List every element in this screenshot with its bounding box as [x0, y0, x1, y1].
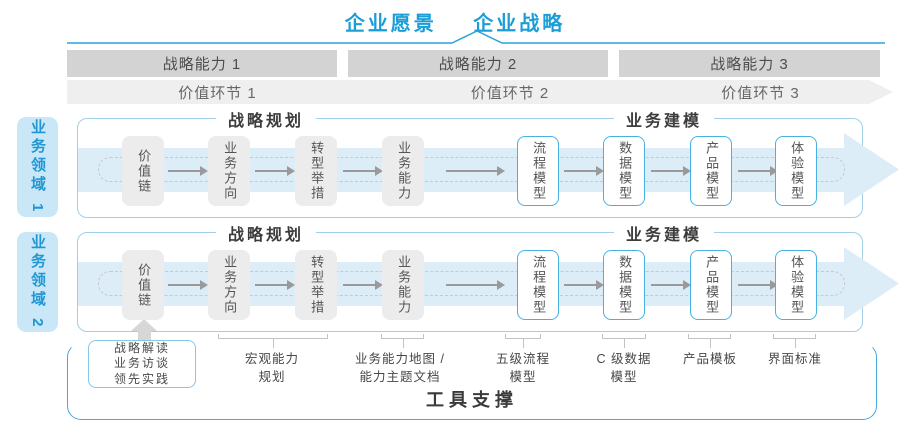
bracket-connector — [773, 334, 816, 348]
data-model-box: 数据模型 — [603, 136, 645, 206]
flow-arrow-icon — [168, 280, 208, 290]
domain-label-1: 业务领域 1 — [17, 117, 58, 217]
flow-arrow-icon — [446, 280, 505, 290]
flow-band-arrow-icon — [844, 247, 899, 320]
flow-arrow-icon — [564, 280, 604, 290]
bracket-connector — [505, 334, 541, 348]
enterprise-vision-title: 企业愿景 — [344, 13, 437, 35]
business-capability-box: 业务能力 — [382, 250, 424, 320]
process-model-box: 流程模型 — [517, 136, 559, 206]
flow-arrow-icon — [255, 166, 295, 176]
deliverable-label-process-model: 五级流程 模型 — [495, 352, 551, 384]
deliverable-label-ui-standard: 界面标准 — [767, 352, 823, 366]
experience-model-box: 体验模型 — [775, 250, 817, 320]
data-model-box: 数据模型 — [603, 250, 645, 320]
value-link-chevron-1: 价值环节 1 — [67, 80, 392, 104]
business-direction-box: 业务方向 — [208, 136, 250, 206]
strategy-practice-box: 战略解读 业务访谈 领先实践 — [88, 340, 196, 388]
bracket-connector — [381, 334, 424, 348]
flow-arrow-icon — [651, 280, 691, 290]
up-arrow-icon — [131, 319, 157, 331]
flow-arrow-icon — [255, 280, 295, 290]
strategic-planning-header: 战略规划 — [216, 221, 317, 245]
value-chain-box: 价值链 — [122, 136, 164, 206]
flow-arrow-icon — [738, 280, 778, 290]
capability-bar-2: 战略能力 2 — [348, 50, 608, 77]
tool-support-title: 工具支撑 — [426, 390, 518, 410]
domain-1-flow-row: 战略规划 业务建模 价值链 业务方向 转型举措 业务能力 流程模型 数据模型 产… — [77, 107, 899, 218]
flow-band-arrow-icon — [844, 133, 899, 206]
flow-arrow-icon — [343, 280, 383, 290]
bracket-connector — [602, 334, 646, 348]
bracket-connector — [688, 334, 731, 348]
value-chain-box: 价值链 — [122, 250, 164, 320]
domain-2-flow-row: 战略规划 业务建模 价值链 业务方向 转型举措 业务能力 流程模型 数据模型 产… — [77, 221, 899, 332]
strategic-planning-header: 战略规划 — [216, 107, 317, 131]
flow-arrow-icon — [738, 166, 778, 176]
business-capability-box: 业务能力 — [382, 136, 424, 206]
title-pointer-line — [67, 30, 885, 44]
deliverable-label-macro-capability: 宏观能力 规划 — [244, 352, 300, 384]
tool-support-container: 工具支撑 — [67, 343, 877, 420]
page-title: 企业愿景 企业战略 — [0, 7, 910, 36]
deliverable-label-capability-map: 业务能力地图 / 能力主题文档 — [355, 352, 445, 384]
product-model-box: 产品模型 — [690, 250, 732, 320]
practice-line: 战略解读 — [113, 340, 170, 355]
value-link-chevron-3: 价值环节 3 — [628, 80, 893, 104]
dashed-track — [98, 271, 845, 296]
business-modeling-header: 业务建模 — [614, 107, 715, 131]
practice-line: 领先实践 — [113, 371, 170, 386]
flow-arrow-icon — [564, 166, 604, 176]
flow-arrow-icon — [446, 166, 505, 176]
flow-arrow-icon — [343, 166, 383, 176]
business-direction-box: 业务方向 — [208, 250, 250, 320]
product-model-box: 产品模型 — [690, 136, 732, 206]
experience-model-box: 体验模型 — [775, 136, 817, 206]
up-arrow-icon — [138, 330, 151, 342]
flow-arrow-icon — [651, 166, 691, 176]
enterprise-strategy-title: 企业战略 — [473, 13, 566, 35]
deliverable-label-data-model: C 级数据 模型 — [596, 352, 652, 384]
transformation-initiative-box: 转型举措 — [295, 250, 337, 320]
bracket-connector — [218, 334, 328, 348]
business-modeling-header: 业务建模 — [614, 221, 715, 245]
dashed-track — [98, 157, 845, 182]
practice-line: 业务访谈 — [113, 356, 170, 371]
value-link-chevron-2: 价值环节 2 — [355, 80, 665, 104]
domain-label-2: 业务领域 2 — [17, 232, 58, 332]
process-model-box: 流程模型 — [517, 250, 559, 320]
deliverable-label-product-template: 产品模板 — [682, 352, 738, 366]
capability-bar-3: 战略能力 3 — [619, 50, 880, 77]
flow-arrow-icon — [168, 166, 208, 176]
transformation-initiative-box: 转型举措 — [295, 136, 337, 206]
capability-bar-1: 战略能力 1 — [67, 50, 337, 77]
